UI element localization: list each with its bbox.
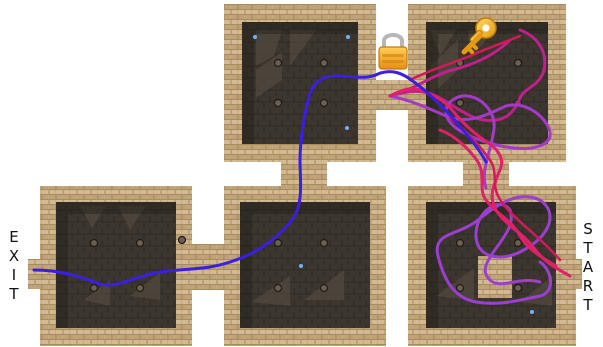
trail-purple-loop (388, 94, 552, 190)
gem (346, 35, 350, 39)
trail-crimson (408, 34, 562, 262)
trail-violet (435, 195, 552, 305)
exit-letter: X (8, 247, 20, 265)
exit-letter: E (9, 228, 19, 246)
trail-magenta (388, 28, 547, 122)
room-bottom-left (40, 186, 192, 346)
start-letter: A (582, 258, 594, 276)
start-letter: R (582, 277, 594, 295)
blue-gems (253, 35, 534, 314)
trail-exit-blue (32, 70, 488, 287)
corridor-start (572, 259, 582, 289)
start-letter: S (583, 220, 593, 238)
route-trails (32, 28, 572, 305)
room-bottom-middle (224, 186, 386, 346)
start-letter: T (583, 296, 593, 314)
room-top-middle (224, 4, 376, 162)
room-bottom-right (408, 186, 576, 346)
key-icon[interactable] (461, 17, 497, 55)
trail-pink (388, 87, 572, 278)
start-label: S T A R T (580, 220, 596, 315)
gem (253, 35, 257, 39)
exit-label: E X I T (6, 228, 22, 304)
gem (299, 264, 303, 268)
pillar-block (478, 256, 512, 298)
exit-letter: I (11, 266, 17, 284)
start-letter: T (583, 239, 593, 257)
floor-studs (89, 58, 523, 293)
exit-letter: T (9, 285, 19, 303)
gem (530, 310, 534, 314)
gem (345, 126, 349, 130)
padlock-icon (378, 33, 408, 70)
